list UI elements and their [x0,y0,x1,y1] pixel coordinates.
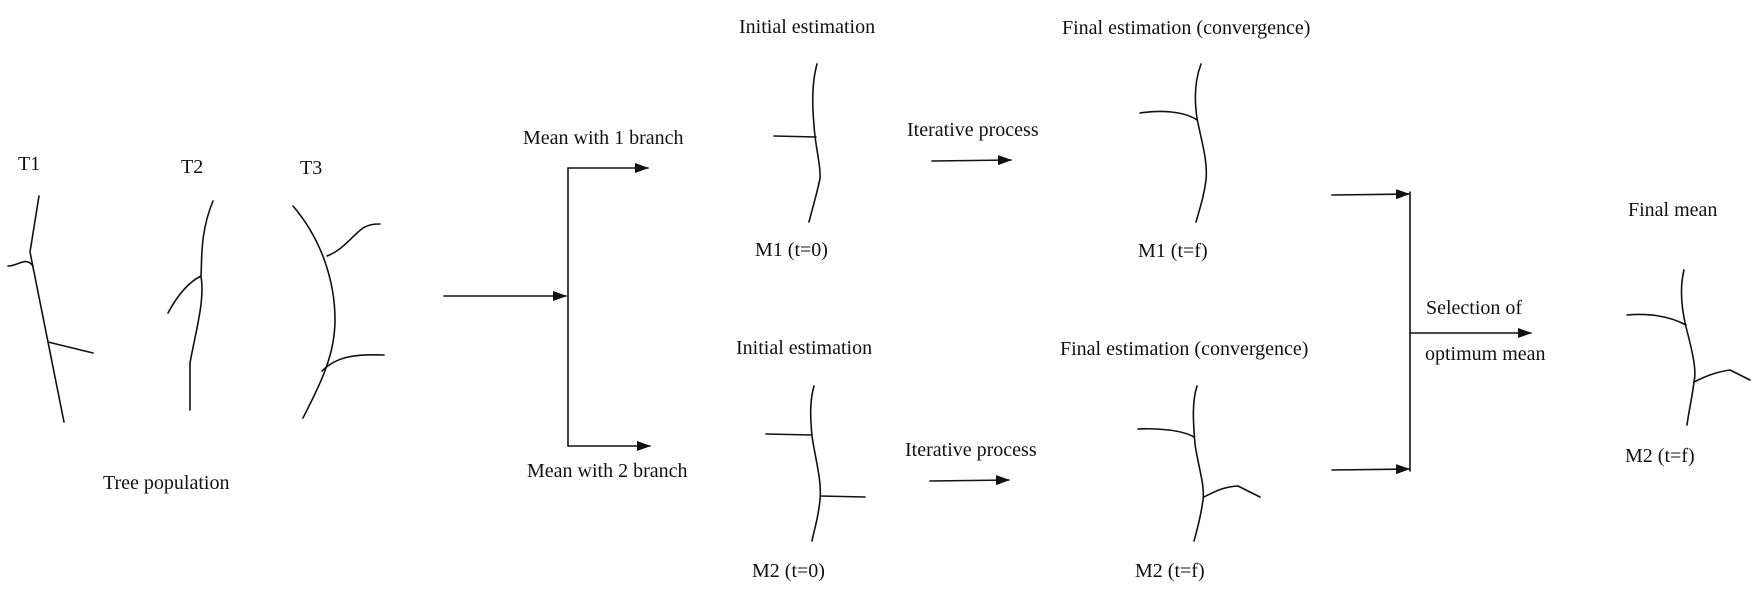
label-m1-tf: M1 (t=f) [1138,240,1208,262]
label-m1-t0: M1 (t=0) [755,239,828,261]
label-initial-estimation-top: Initial estimation [739,16,875,38]
tree-m2-t0 [765,385,866,542]
label-t2: T2 [181,156,203,178]
label-tree-population: Tree population [103,472,229,494]
label-m2-tf: M2 (t=f) [1135,560,1205,582]
label-final-m2-tf: M2 (t=f) [1625,445,1695,467]
label-iterative-process-bottom: Iterative process [905,439,1037,461]
label-final-estimation-top: Final estimation (convergence) [1062,17,1310,39]
arrow-m1tf-to-merge [1331,189,1410,200]
label-t1: T1 [18,153,40,175]
tree-m1-t0 [773,63,821,223]
label-mean-1-branch: Mean with 1 branch [523,127,684,149]
arrow-m2tf-to-merge [1331,464,1410,475]
tree-final-mean [1626,269,1751,426]
tree-t1 [7,195,94,423]
label-initial-estimation-bottom: Initial estimation [736,337,872,359]
label-iterative-process-top: Iterative process [907,119,1039,141]
tree-t3 [292,205,385,419]
tree-t2 [167,200,214,411]
arrow-iterative-top [931,155,1012,166]
label-m2-t0: M2 (t=0) [752,560,825,582]
tree-m1-tf [1139,63,1208,223]
label-mean-2-branch: Mean with 2 branch [527,460,688,482]
label-final-estimation-bottom: Final estimation (convergence) [1060,338,1308,360]
label-selection-line1: Selection of [1426,297,1522,319]
label-selection-line2: optimum mean [1425,343,1546,365]
arrow-iterative-bottom [929,475,1010,486]
label-t3: T3 [300,157,322,179]
label-final-mean: Final mean [1628,199,1717,221]
tree-m2-tf [1137,385,1261,542]
